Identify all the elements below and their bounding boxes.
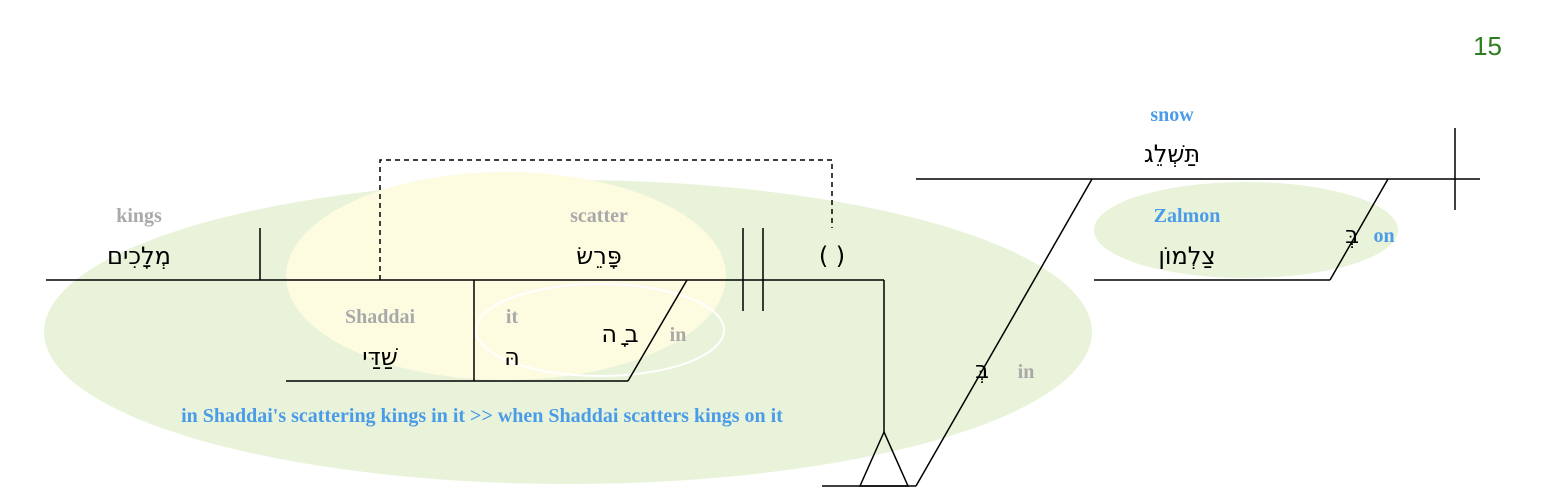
prep-slant-1 xyxy=(627,279,688,382)
gloss-prep-on: on xyxy=(1373,225,1394,247)
hebrew-shaddai: שַׁדַּי xyxy=(362,343,398,371)
hebrew-scatter: פָּרֵשׂ xyxy=(576,242,622,270)
green-highlight-zalmon xyxy=(1094,182,1398,278)
hebrew-zalmon: צַלְמוֹן xyxy=(1158,242,1215,270)
white-outline-prep-phrase xyxy=(475,283,725,377)
hebrew-snow: תַּשְׁלֵג xyxy=(1144,140,1200,168)
translation-text: in Shaddai's scattering kings in it >> w… xyxy=(181,405,783,427)
gloss-prep-in-1: in xyxy=(670,324,687,346)
yellow-highlight-infinitive xyxy=(286,172,726,380)
gloss-prep-in-2: in xyxy=(1018,361,1035,383)
gloss-zalmon: Zalmon xyxy=(1154,205,1221,227)
dashed-connector xyxy=(379,159,833,280)
prep-slant-3 xyxy=(1329,178,1389,281)
gloss-snow: snow xyxy=(1150,104,1194,126)
gloss-scatter: scatter xyxy=(570,205,628,227)
hebrew-prep-in-2: בְּ xyxy=(975,356,989,384)
gloss-kings: kings xyxy=(116,205,162,227)
hebrew-prep-on: בְּ xyxy=(1345,221,1359,249)
hebrew-prep-in-1: ב ָה xyxy=(601,320,638,348)
prep-slant-2 xyxy=(915,178,1093,487)
hebrew-it: הּ xyxy=(504,343,520,371)
hebrew-empty-object: ( ) xyxy=(819,242,845,270)
page-number: 15 xyxy=(1473,31,1502,61)
gloss-it: it xyxy=(506,306,519,328)
hebrew-kings: מְלָכִים xyxy=(107,242,171,270)
gloss-shaddai: Shaddai xyxy=(345,306,415,328)
